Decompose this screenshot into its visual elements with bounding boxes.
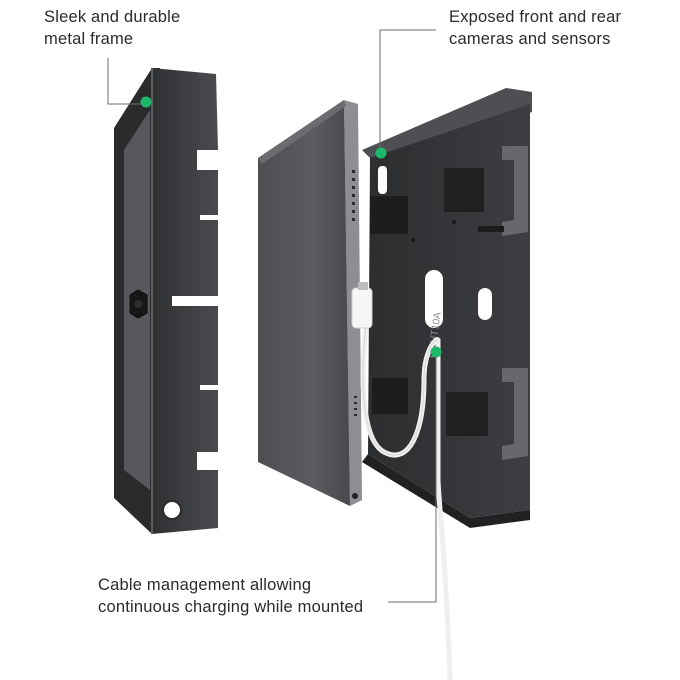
back-plate-face [368,104,530,518]
callout-cable-label: Cable management allowing continuous cha… [98,574,363,618]
speaker-grille [352,170,357,416]
callout-cameras-line2: cameras and sensors [449,30,611,48]
tablet-face [258,100,350,506]
top-right-clip [502,146,528,236]
callout-frame-line2: metal frame [44,30,134,48]
back-plate-rim [362,88,532,160]
callout-frame-label: Sleek and durable metal frame [44,6,180,50]
callout-cable-line1: Cable management allowing [98,576,312,594]
metal-frame [114,68,218,534]
callout-cameras-line1: Exposed front and rear [449,8,622,26]
charging-cable [351,282,453,680]
frame-front-face [152,68,218,534]
slot-right [478,288,492,320]
callout-cameras-leader [379,29,436,152]
back-plate: TIGHT10A [362,88,532,528]
callout-frame-leader [107,58,146,105]
callout-cable-line2: continuous charging while mounted [98,598,364,616]
callout-cameras-dot [375,147,387,159]
callout-cable-leader [388,352,437,603]
callout-cameras-label: Exposed front and rear cameras and senso… [449,6,621,50]
usb-c-plug [351,287,373,329]
callout-frame-dot [140,96,152,108]
callout-frame-line1: Sleek and durable [44,8,181,26]
frame-bottom-hole [162,500,182,520]
tablet [258,100,362,506]
bottom-right-clip [502,368,528,460]
slot-center [425,270,443,328]
callout-cable-dot [430,346,442,358]
